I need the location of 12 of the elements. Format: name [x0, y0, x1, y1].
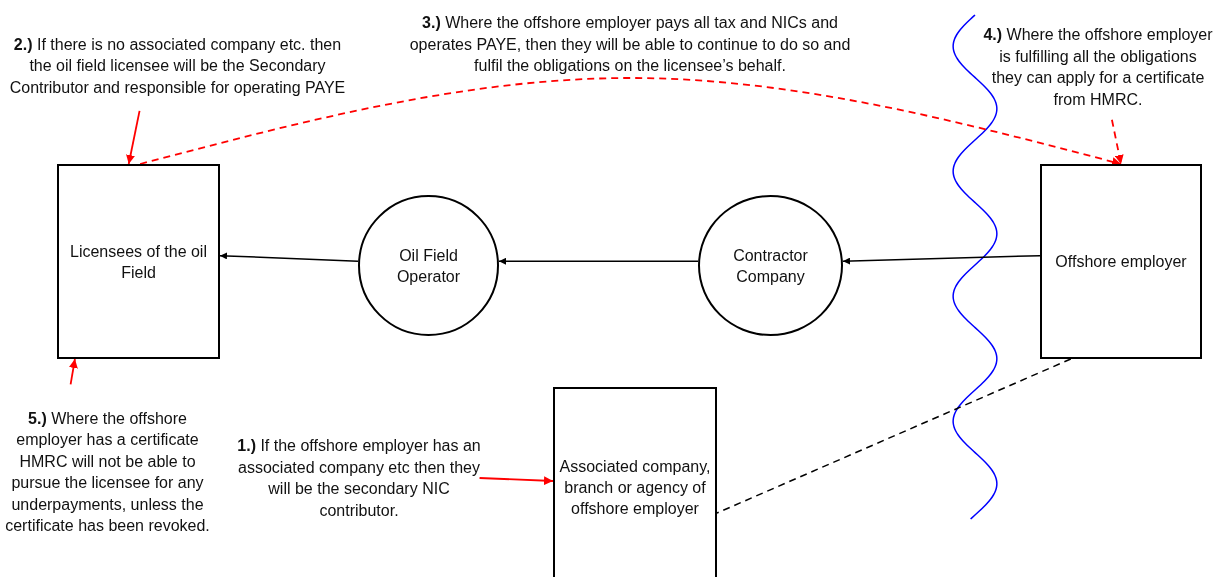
employer-box [1040, 164, 1202, 359]
licensee-box [57, 164, 220, 359]
node-label: Oil Field Operator [395, 245, 462, 287]
note-text: 2.) If there is no associated company etc. then the oil field licensee will be the Secondary Contributor and responsible for operating PAYE [8, 34, 347, 98]
node-label: Contractor Company [732, 245, 809, 287]
node-label: Offshore employer [1055, 252, 1187, 272]
node-label: Licensees of the oil Field [69, 241, 208, 283]
note-text: 5.) Where the offshore employer has a certificate HMRC will not be able to pursue the licensee for any underpayments, unless the certificate has been revoked. [5, 408, 210, 536]
note-text: 4.) Where the offshore employer is fulfilling all the obligations they can apply for a certificate from HMRC. [982, 25, 1214, 110]
associated-company-box [553, 387, 717, 577]
note-text: 1.) If the offshore employer has an associated company etc then they will be the secondary NIC contributor. [236, 436, 482, 521]
node-label: Associated company, branch or agency of offshore employer [558, 456, 712, 519]
